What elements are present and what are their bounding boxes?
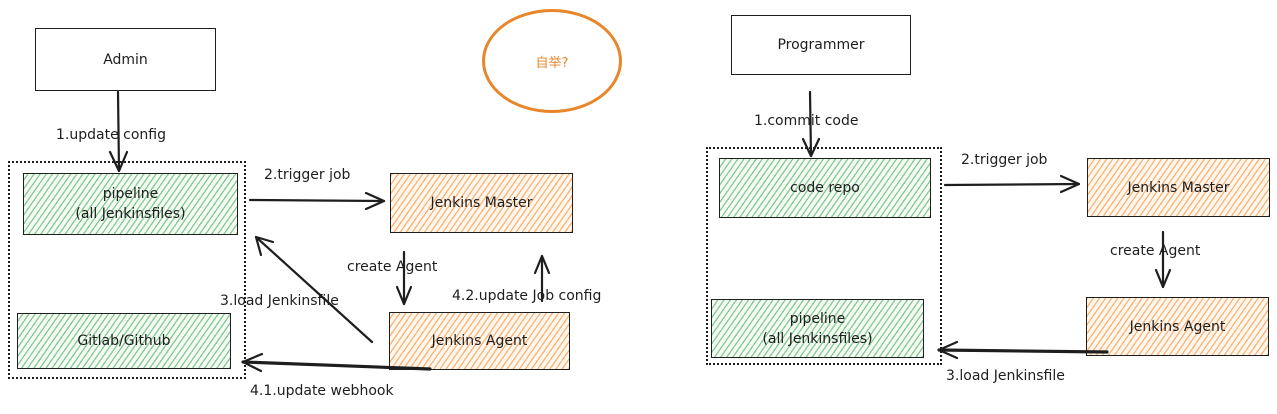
- arrow-agent-to-pipeline: [254, 235, 374, 344]
- programmer-label: Programmer: [777, 37, 865, 53]
- gitlab-label: Gitlab/Github: [77, 333, 171, 349]
- arrow-pipeline-to-master: [248, 191, 386, 211]
- label-left-trigger-job: 2.trigger job: [264, 167, 351, 183]
- arrow-agent-to-master: [533, 254, 551, 303]
- admin-box: Admin: [35, 28, 216, 91]
- left-master-label: Jenkins Master: [430, 195, 533, 211]
- arrow-agent-to-gitlab: [241, 352, 432, 373]
- label-right-create-agent: create Agent: [1110, 243, 1201, 259]
- right-agent-box: Jenkins Agent: [1086, 297, 1269, 356]
- label-right-load-jenkinsfile: 3.load Jenkinsfile: [946, 368, 1065, 384]
- label-update-webhook: 4.1.update webhook: [250, 383, 394, 399]
- gitlab-box: Gitlab/Github: [17, 313, 231, 369]
- arrow-programmer-to-coderepo: [801, 90, 821, 158]
- label-left-create-agent: create Agent: [347, 259, 438, 275]
- label-commit-code: 1.commit code: [754, 113, 859, 129]
- right-agent-label: Jenkins Agent: [1129, 318, 1226, 335]
- right-repo-group: [706, 147, 942, 365]
- left-pipeline-label: pipeline (all Jenkinsfiles): [75, 186, 186, 222]
- right-master-box: Jenkins Master: [1087, 158, 1270, 217]
- admin-label: Admin: [103, 51, 148, 68]
- left-repo-group: [8, 161, 246, 379]
- right-pipeline-label: pipeline (all Jenkinsfiles): [762, 310, 873, 347]
- arrow-master-to-agent: [395, 250, 413, 306]
- programmer-box: Programmer: [731, 15, 911, 75]
- bootstrap-ellipse: 自举?: [482, 9, 622, 113]
- arrow-admin-to-pipeline: [108, 90, 129, 173]
- arrow-right-master-to-agent: [1154, 230, 1172, 289]
- label-update-job-config: 4.2.update Job config: [452, 288, 602, 304]
- left-master-box: Jenkins Master: [390, 173, 573, 233]
- arrow-coderepo-to-master: [943, 174, 1081, 194]
- left-agent-box: Jenkins Agent: [389, 312, 570, 370]
- right-pipeline-box: pipeline (all Jenkinsfiles): [711, 299, 924, 358]
- label-left-load-jenkinsfile: 3.load Jenkinsfile: [220, 293, 339, 309]
- label-right-trigger-job: 2.trigger job: [961, 152, 1048, 168]
- label-update-config: 1.update config: [56, 127, 166, 143]
- left-agent-label: Jenkins Agent: [431, 333, 528, 349]
- arrow-right-agent-to-pipeline: [937, 340, 1109, 360]
- code-repo-label: code repo: [790, 180, 860, 196]
- bootstrap-note: 自举?: [535, 55, 569, 71]
- code-repo-box: code repo: [719, 158, 931, 218]
- left-pipeline-box: pipeline (all Jenkinsfiles): [23, 173, 238, 235]
- right-master-label: Jenkins Master: [1127, 179, 1230, 196]
